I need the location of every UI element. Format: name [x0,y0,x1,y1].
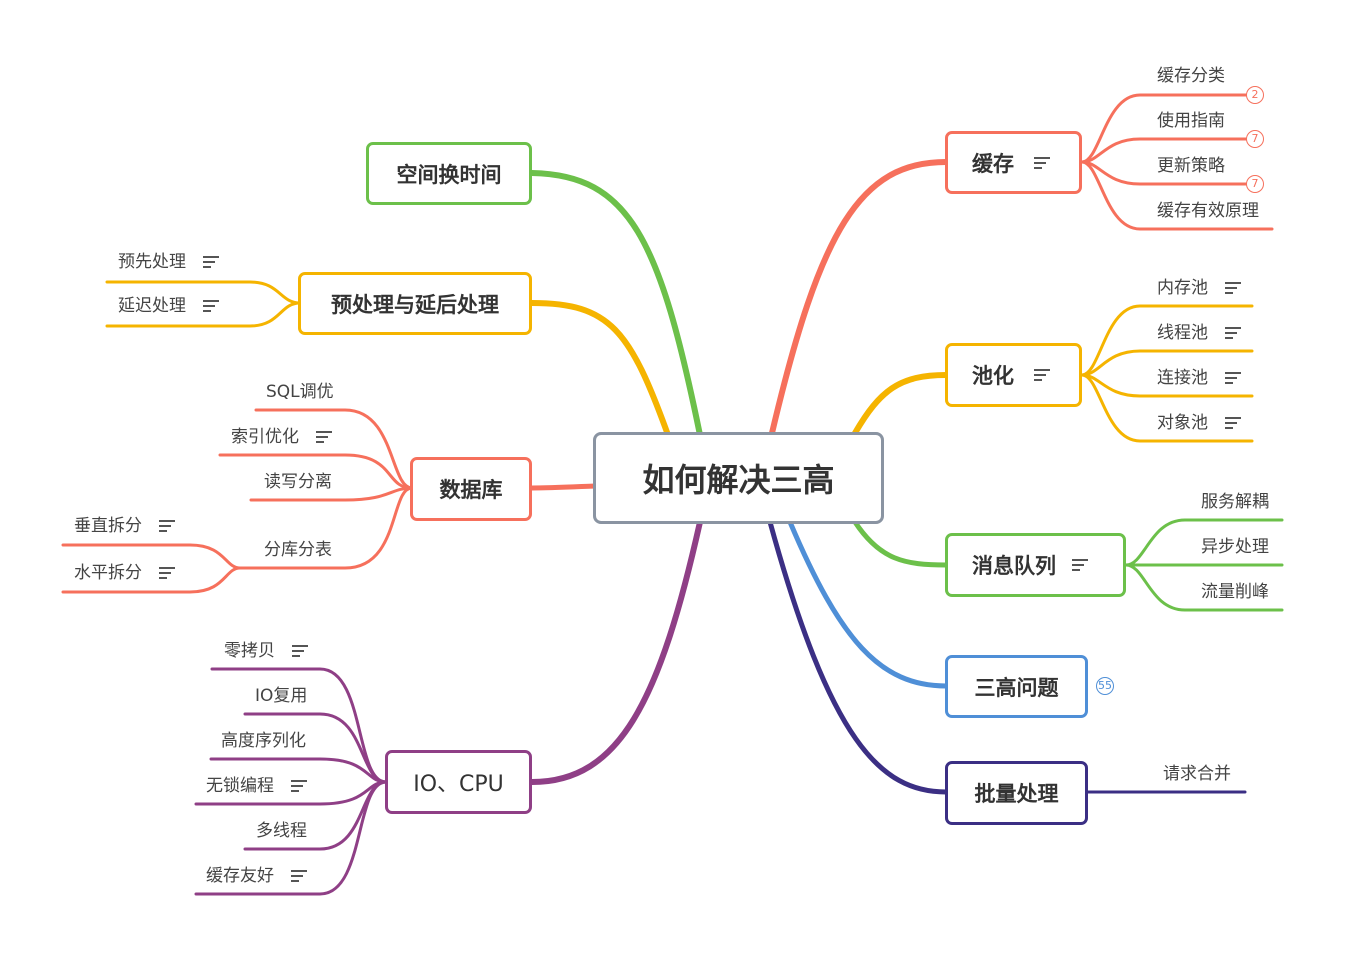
note-lines-icon[interactable] [203,300,220,312]
leaf-lock-free[interactable]: 无锁编程 [206,776,308,796]
leaf-usage-guide[interactable]: 使用指南 [1157,111,1225,131]
count-badge[interactable]: 7 [1246,130,1264,148]
node-io-cpu[interactable]: IO、CPU [385,750,532,814]
node-cache[interactable]: 缓存 [945,131,1082,194]
leaf-delay-process[interactable]: 延迟处理 [118,296,220,316]
node-database[interactable]: 数据库 [410,457,532,521]
leaf-thread-pool[interactable]: 线程池 [1157,323,1242,343]
count-badge[interactable]: 7 [1246,175,1264,193]
note-lines-icon[interactable] [291,870,308,882]
note-lines-icon[interactable] [1034,369,1050,381]
note-lines-icon[interactable] [1034,156,1050,169]
leaf-zero-copy[interactable]: 零拷贝 [224,641,309,661]
note-lines-icon[interactable] [291,780,308,792]
leaf-vertical-split[interactable]: 垂直拆分 [74,516,176,536]
node-pool[interactable]: 池化 [945,343,1082,407]
leaf-multithread[interactable]: 多线程 [256,821,307,841]
note-lines-icon[interactable] [159,520,176,532]
leaf-cache-friendly[interactable]: 缓存友好 [206,866,308,886]
note-lines-icon[interactable] [1072,559,1088,571]
leaf-sharding[interactable]: 分库分表 [264,540,332,560]
leaf-update-strategy[interactable]: 更新策略 [1157,156,1225,176]
count-badge[interactable]: 55 [1096,677,1114,695]
note-lines-icon[interactable] [1225,327,1242,339]
note-lines-icon[interactable] [1225,282,1242,294]
note-lines-icon[interactable] [292,645,309,657]
leaf-sql-tuning[interactable]: SQL调优 [266,382,334,402]
node-triple-problem[interactable]: 三高问题 [945,655,1088,718]
leaf-connection-pool[interactable]: 连接池 [1157,368,1242,388]
note-lines-icon[interactable] [203,256,220,268]
leaf-cache-category[interactable]: 缓存分类 [1157,66,1225,86]
leaf-io-multiplex[interactable]: IO复用 [255,686,308,706]
node-mq-label: 消息队列 [972,554,1056,578]
node-space-time[interactable]: 空间换时间 [366,142,532,205]
node-cache-label: 缓存 [972,151,1014,176]
leaf-index-optimize[interactable]: 索引优化 [231,427,333,447]
leaf-async[interactable]: 异步处理 [1201,537,1269,557]
leaf-memory-pool[interactable]: 内存池 [1157,278,1242,298]
note-lines-icon[interactable] [1225,372,1242,384]
leaf-horizontal-split[interactable]: 水平拆分 [74,563,176,583]
node-batch[interactable]: 批量处理 [945,761,1088,825]
node-mq[interactable]: 消息队列 [945,533,1126,597]
note-lines-icon[interactable] [159,567,176,579]
note-lines-icon[interactable] [1225,417,1242,429]
leaf-decoupling[interactable]: 服务解耦 [1201,492,1269,512]
central-topic[interactable]: 如何解决三高 [593,432,884,524]
leaf-rw-split[interactable]: 读写分离 [264,472,332,492]
note-lines-icon[interactable] [316,431,333,443]
leaf-pre-process[interactable]: 预先处理 [118,252,220,272]
node-preprocess[interactable]: 预处理与延后处理 [298,272,532,335]
node-pool-label: 池化 [972,364,1014,388]
leaf-serialization[interactable]: 高度序列化 [221,731,306,751]
count-badge[interactable]: 2 [1246,86,1264,104]
leaf-request-merge[interactable]: 请求合并 [1163,764,1231,784]
leaf-peak-shaving[interactable]: 流量削峰 [1201,582,1269,602]
leaf-object-pool[interactable]: 对象池 [1157,413,1242,433]
leaf-cache-principle[interactable]: 缓存有效原理 [1157,201,1259,221]
